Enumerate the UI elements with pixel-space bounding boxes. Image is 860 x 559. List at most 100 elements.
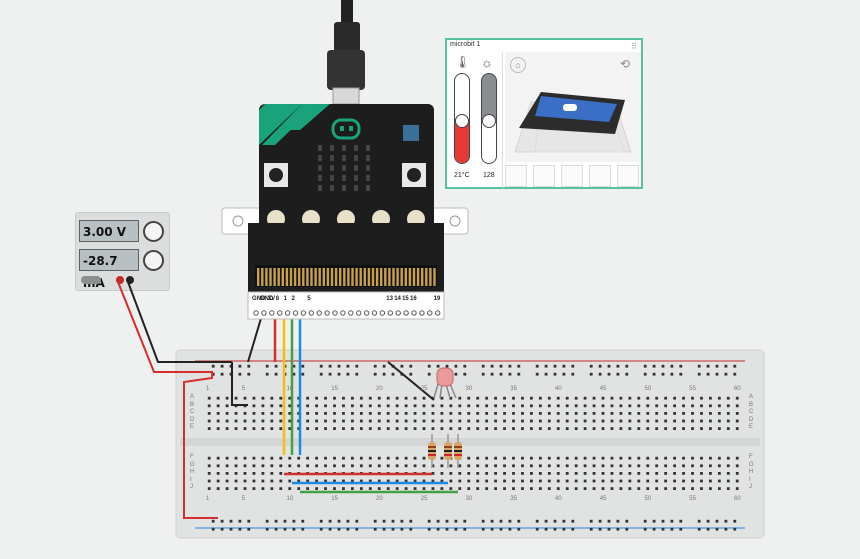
- breadboard-hole[interactable]: [247, 519, 251, 523]
- breadboard-hole[interactable]: [726, 419, 730, 423]
- breadboard-hole[interactable]: [481, 527, 485, 531]
- breadboard-hole[interactable]: [494, 456, 497, 460]
- breadboard-hole[interactable]: [377, 487, 381, 490]
- breadboard-hole[interactable]: [252, 419, 256, 423]
- breadboard-hole[interactable]: [706, 364, 710, 368]
- breadboard-hole[interactable]: [655, 396, 659, 400]
- breadboard-hole[interactable]: [216, 472, 220, 475]
- breadboard-hole[interactable]: [279, 427, 283, 430]
- breadboard-hole[interactable]: [670, 364, 674, 368]
- breadboard-hole[interactable]: [386, 412, 390, 415]
- breadboard-hole[interactable]: [494, 479, 497, 483]
- breadboard-hole[interactable]: [583, 472, 587, 475]
- breadboard-hole[interactable]: [682, 412, 685, 415]
- breadboard-hole[interactable]: [726, 404, 730, 408]
- breadboard-hole[interactable]: [377, 427, 381, 430]
- breadboard-hole[interactable]: [346, 527, 350, 531]
- breadboard-hole[interactable]: [328, 364, 332, 368]
- breadboard-hole[interactable]: [377, 479, 381, 483]
- breadboard-hole[interactable]: [521, 412, 524, 415]
- breadboard-hole[interactable]: [655, 479, 659, 483]
- breadboard-hole[interactable]: [216, 404, 220, 408]
- breadboard-hole[interactable]: [395, 404, 399, 408]
- breadboard-hole[interactable]: [207, 487, 211, 490]
- breadboard-hole[interactable]: [646, 464, 650, 468]
- breadboard-hole[interactable]: [229, 519, 233, 523]
- breadboard-hole[interactable]: [315, 487, 318, 490]
- breadboard-hole[interactable]: [574, 427, 578, 430]
- breadboard-hole[interactable]: [547, 464, 551, 468]
- breadboard-hole[interactable]: [351, 404, 354, 408]
- breadboard-hole[interactable]: [297, 412, 301, 415]
- breadboard-hole[interactable]: [706, 372, 710, 376]
- breadboard-hole[interactable]: [458, 479, 462, 483]
- breadboard-hole[interactable]: [499, 372, 503, 376]
- breadboard-hole[interactable]: [530, 412, 533, 415]
- breadboard-hole[interactable]: [351, 479, 354, 483]
- breadboard-hole[interactable]: [628, 419, 632, 423]
- breadboard-hole[interactable]: [485, 487, 489, 490]
- breadboard-hole[interactable]: [610, 396, 614, 400]
- breadboard-hole[interactable]: [234, 419, 238, 423]
- breadboard-hole[interactable]: [476, 487, 480, 490]
- breadboard-hole[interactable]: [409, 364, 413, 368]
- breadboard-hole[interactable]: [673, 412, 676, 415]
- breadboard-hole[interactable]: [538, 412, 542, 415]
- breadboard-hole[interactable]: [574, 472, 578, 475]
- breadboard-hole[interactable]: [337, 519, 341, 523]
- breadboard-hole[interactable]: [583, 479, 587, 483]
- accelerometer-view[interactable]: [505, 52, 641, 162]
- breadboard-hole[interactable]: [252, 404, 256, 408]
- breadboard-hole[interactable]: [265, 519, 269, 523]
- breadboard-hole[interactable]: [637, 456, 641, 460]
- breadboard-hole[interactable]: [589, 372, 593, 376]
- breadboard-hole[interactable]: [324, 464, 327, 468]
- breadboard-hole[interactable]: [422, 464, 426, 468]
- breadboard-hole[interactable]: [628, 456, 632, 460]
- breadboard-hole[interactable]: [431, 427, 435, 430]
- breadboard-hole[interactable]: [207, 412, 211, 415]
- breadboard-hole[interactable]: [592, 487, 596, 490]
- breadboard-hole[interactable]: [454, 527, 458, 531]
- breadboard-hole[interactable]: [297, 404, 301, 408]
- breadboard-hole[interactable]: [409, 372, 413, 376]
- breadboard-hole[interactable]: [427, 519, 431, 523]
- breadboard-hole[interactable]: [342, 464, 345, 468]
- breadboard-hole[interactable]: [673, 479, 676, 483]
- breadboard-hole[interactable]: [368, 412, 372, 415]
- breadboard-hole[interactable]: [655, 412, 659, 415]
- breadboard-hole[interactable]: [503, 412, 506, 415]
- breadboard-hole[interactable]: [377, 412, 381, 415]
- breadboard-hole[interactable]: [574, 479, 578, 483]
- breadboard-hole[interactable]: [485, 479, 489, 483]
- breadboard-hole[interactable]: [538, 427, 542, 430]
- pin-hole[interactable]: [427, 310, 433, 316]
- breadboard-hole[interactable]: [538, 419, 542, 423]
- tilt-left-icon[interactable]: [533, 165, 555, 187]
- breadboard-hole[interactable]: [709, 456, 712, 460]
- breadboard-hole[interactable]: [682, 396, 685, 400]
- breadboard-hole[interactable]: [458, 396, 462, 400]
- breadboard-hole[interactable]: [368, 456, 372, 460]
- breadboard-hole[interactable]: [726, 456, 730, 460]
- breadboard-hole[interactable]: [368, 487, 372, 490]
- breadboard-hole[interactable]: [476, 412, 480, 415]
- breadboard-hole[interactable]: [476, 464, 480, 468]
- breadboard-hole[interactable]: [476, 427, 480, 430]
- pin-hole[interactable]: [284, 310, 291, 316]
- breadboard-hole[interactable]: [574, 456, 578, 460]
- voltage-knob[interactable]: [143, 221, 164, 242]
- microbit-board[interactable]: [221, 104, 469, 320]
- breadboard-hole[interactable]: [616, 372, 620, 376]
- breadboard-hole[interactable]: [628, 464, 632, 468]
- breadboard-hole[interactable]: [521, 419, 524, 423]
- breadboard-hole[interactable]: [503, 396, 506, 400]
- breadboard-hole[interactable]: [521, 472, 524, 475]
- breadboard-hole[interactable]: [565, 472, 569, 475]
- breadboard-hole[interactable]: [512, 419, 515, 423]
- breadboard-hole[interactable]: [655, 427, 659, 430]
- power-supply[interactable]: 3.00 V -28.7 mA: [75, 212, 170, 291]
- breadboard-hole[interactable]: [503, 487, 506, 490]
- breadboard-hole[interactable]: [574, 464, 578, 468]
- breadboard-hole[interactable]: [346, 364, 350, 368]
